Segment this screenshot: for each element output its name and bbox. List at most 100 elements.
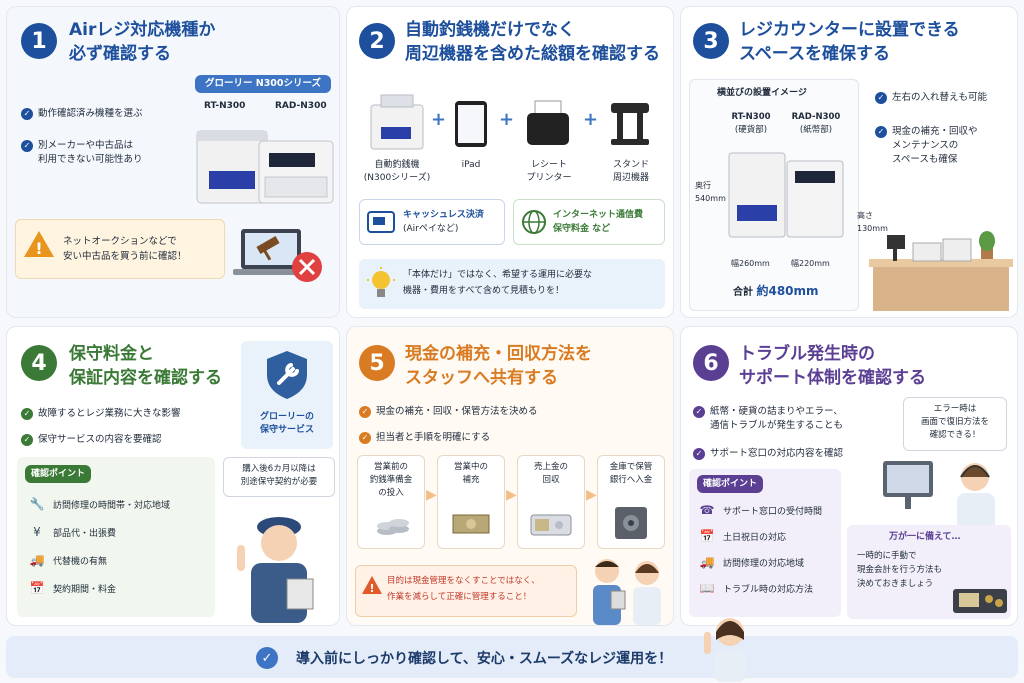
- panel-6-title-line2: サポート体制を確認する: [739, 368, 926, 388]
- book-icon: 📖: [699, 581, 715, 595]
- svg-text:!: !: [369, 582, 374, 595]
- layout-model-2: RAD-N300(紙幣部): [791, 112, 841, 135]
- footer-check-icon: ✓: [256, 647, 278, 669]
- check-4-1: ✓故障するとレジ業務に大きな影響: [21, 407, 181, 421]
- check-6-2: ✓サポート窓口の対応内容を確認: [693, 447, 843, 461]
- check-3-1: ✓左右の入れ替えも可能: [875, 91, 987, 105]
- check-1-2: ✓別メーカーや中古品は利用できない可能性あり: [21, 139, 143, 167]
- check-3-2: ✓現金の補充・回収やメンテナンスのスペースも確保: [875, 125, 978, 167]
- flow-step-1-label: 営業前の釣銭準備金の投入: [369, 462, 413, 498]
- panel-2-title-line2: 周辺機器を含めた総額を確認する: [405, 44, 660, 64]
- step-number-2: 2: [359, 23, 395, 59]
- layout-image-title: 横並びの設置イメージ: [717, 88, 807, 98]
- footer-banner: [6, 636, 1018, 678]
- staff-illustration: [593, 559, 661, 625]
- device-4-label: スタンド周辺機器: [612, 160, 649, 183]
- warning-icon: !: [24, 231, 54, 258]
- check-5-1: ✓現金の補充・回収・保管方法を決める: [359, 405, 538, 419]
- points-box-4: [17, 457, 215, 617]
- panel-5: 5 現金の補充・回収方法を スタッフへ共有する ✓現金の補充・回収・保管方法を決…: [346, 326, 674, 626]
- step-number-6: 6: [693, 345, 729, 381]
- warning-5-line1: 目的は現金管理をなくすことではなく、: [387, 576, 540, 586]
- support-desk-illustration: [883, 461, 995, 531]
- point-6-4: 📖トラブル時の対応方法: [699, 581, 814, 595]
- backup-title: 万が一に備えて…: [889, 532, 961, 542]
- point-6-3: 🚚訪問修理の対応地域: [699, 555, 805, 569]
- flow-arrow-2: ▶: [506, 487, 517, 503]
- bubble-6-text: エラー時は画面で復旧方法を確認できる！: [920, 404, 989, 440]
- check-1-1: ✓動作確認済み機種を選ぶ: [21, 107, 143, 121]
- point-4-3: 🚚代替機の有無: [29, 553, 108, 567]
- step-number-3: 3: [693, 23, 729, 59]
- lightbulb-icon: [367, 267, 395, 297]
- bubble-4-text: 購入後6カ月以降は別途保守契約が必要: [240, 464, 318, 487]
- step-number-4: 4: [21, 345, 57, 381]
- panel-2-title-line1: 自動釣銭機だけでなく: [405, 20, 575, 40]
- device-change-machine-icon: [370, 94, 424, 150]
- panel-6-title-line1: トラブル発生時の: [739, 344, 875, 364]
- cash-tray-icon: [953, 589, 1007, 613]
- check-icon: ✓: [693, 448, 705, 460]
- panel-2: 2 自動釣銭機だけでなく 周辺機器を含めた総額を確認する + + + 自動釣銭機…: [346, 6, 674, 318]
- counter-illustration: [869, 231, 1013, 311]
- step-number-5: 5: [359, 345, 395, 381]
- fee-2-line1: インターネット通信費: [553, 210, 644, 220]
- yen-icon: ¥: [33, 525, 41, 539]
- flow-step-3-label: 売上金の回収: [533, 462, 568, 485]
- check-icon: ✓: [21, 434, 33, 446]
- panel-6: 6 トラブル発生時の サポート体制を確認する ✓紙幣・硬貨の詰まりやエラー、通信…: [680, 326, 1018, 626]
- points-title-4: 確認ポイント: [25, 465, 91, 483]
- receipt-printer-icon: [527, 100, 569, 145]
- check-icon: ✓: [359, 406, 371, 418]
- device-2-label: iPad: [461, 160, 481, 170]
- device-3-label: レシートプリンター: [526, 160, 572, 183]
- warning-text-2: 安い中古品を買う前に確認！: [63, 251, 187, 262]
- speech-bubble-4: [223, 457, 335, 497]
- warning-box-1: [15, 219, 225, 279]
- panel-4: 4 保守料金と 保証内容を確認する グローリーの保守サービス ✓故障するとレジ業…: [6, 326, 340, 626]
- plus-2: +: [499, 109, 515, 130]
- truck-icon: 🚚: [29, 553, 45, 567]
- plus-1: +: [431, 109, 447, 130]
- calendar-icon: 📅: [699, 529, 715, 543]
- laptop-auction-icon: [233, 229, 322, 282]
- panel-5-title-line2: スタッフへ共有する: [405, 368, 558, 388]
- card-terminal-icon: [367, 211, 395, 233]
- warning-5-line2: 作業を減らして正確に管理すること！: [387, 592, 532, 602]
- panel-5-title-line1: 現金の補充・回収方法を: [405, 344, 592, 364]
- check-6-1: ✓紙幣・硬貨の詰まりやエラー、通信トラブルが発生することも: [693, 405, 843, 433]
- check-icon: ✓: [21, 108, 33, 120]
- coins-icon: [377, 519, 409, 535]
- tip-line2: 機器・費用をすべて含めて見積もりを！: [403, 286, 565, 296]
- plus-3: +: [583, 109, 599, 130]
- backup-text: 一時的に手動で現金会計を行う方法も決めておきましょう: [857, 551, 943, 589]
- fee-2-line2: 保守料金 など: [553, 224, 611, 234]
- total-width: 合計 約480mm: [733, 284, 819, 299]
- technician-illustration: [237, 517, 314, 623]
- check-4-2: ✓保守サービスの内容を要確認: [21, 433, 162, 447]
- ipad-icon: [455, 101, 487, 147]
- tip-box: [359, 259, 665, 309]
- check-icon: ✓: [693, 406, 705, 418]
- guide-woman-illustration: [704, 618, 746, 682]
- fee-1-line1: キャッシュレス決済: [403, 210, 484, 220]
- cash-tray-icon: [530, 514, 572, 536]
- width-label-1: 幅260mm: [731, 259, 770, 268]
- points-title-6: 確認ポイント: [697, 475, 763, 493]
- check-5-2: ✓担当者と手順を明確にする: [359, 431, 490, 445]
- shield-label: グローリーの保守サービス: [259, 412, 314, 435]
- change-machine-image: [196, 130, 334, 204]
- tip-line1: 「本体だけ」ではなく、希望する運用に必要な: [403, 270, 593, 280]
- wrench-icon: 🔧: [29, 497, 45, 511]
- flow-step-4-label: 金庫で保管銀行へ入金: [609, 462, 653, 485]
- calendar-icon: 📅: [29, 581, 45, 595]
- phone-icon: ☎: [699, 503, 715, 517]
- panel-1-title-line1: Airレジ対応機種か: [69, 20, 216, 40]
- point-4-4: 📅契約期間・料金: [29, 581, 117, 595]
- point-4-2: ¥部品代・出張費: [29, 525, 116, 539]
- stand-icon: [611, 103, 649, 145]
- layout-model-1: RT-N300(硬貨部): [731, 112, 771, 135]
- panel-1-title-line2: 必ず確認する: [69, 44, 171, 64]
